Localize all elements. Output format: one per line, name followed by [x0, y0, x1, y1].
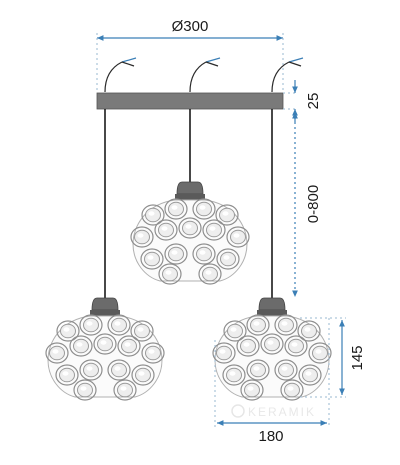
ceiling-canopy-bar	[96, 92, 284, 110]
keramik-watermark: KERAMIK	[231, 404, 316, 419]
cable-length-dimension: 0-800	[292, 112, 322, 297]
canopy-width-dimension: Ø300	[96, 18, 284, 92]
canopy-height-label: 25	[305, 93, 322, 110]
pendant-cables	[104, 109, 273, 300]
pendant-lamp-left	[46, 298, 164, 400]
pendant-lamp-right	[213, 298, 331, 400]
shade-height-dimension: 145	[300, 317, 366, 398]
supply-wires	[104, 57, 304, 93]
shade-height-label: 145	[349, 345, 366, 370]
canopy-width-label: Ø300	[172, 18, 209, 35]
shade-width-label: 180	[258, 428, 283, 445]
canopy-height-dimension: 25	[283, 80, 322, 122]
cable-length-label: 0-800	[305, 185, 322, 223]
shade-width-dimension: 180	[214, 318, 330, 445]
pendant-lamp-center	[131, 182, 249, 284]
watermark-text: KERAMIK	[248, 405, 316, 419]
